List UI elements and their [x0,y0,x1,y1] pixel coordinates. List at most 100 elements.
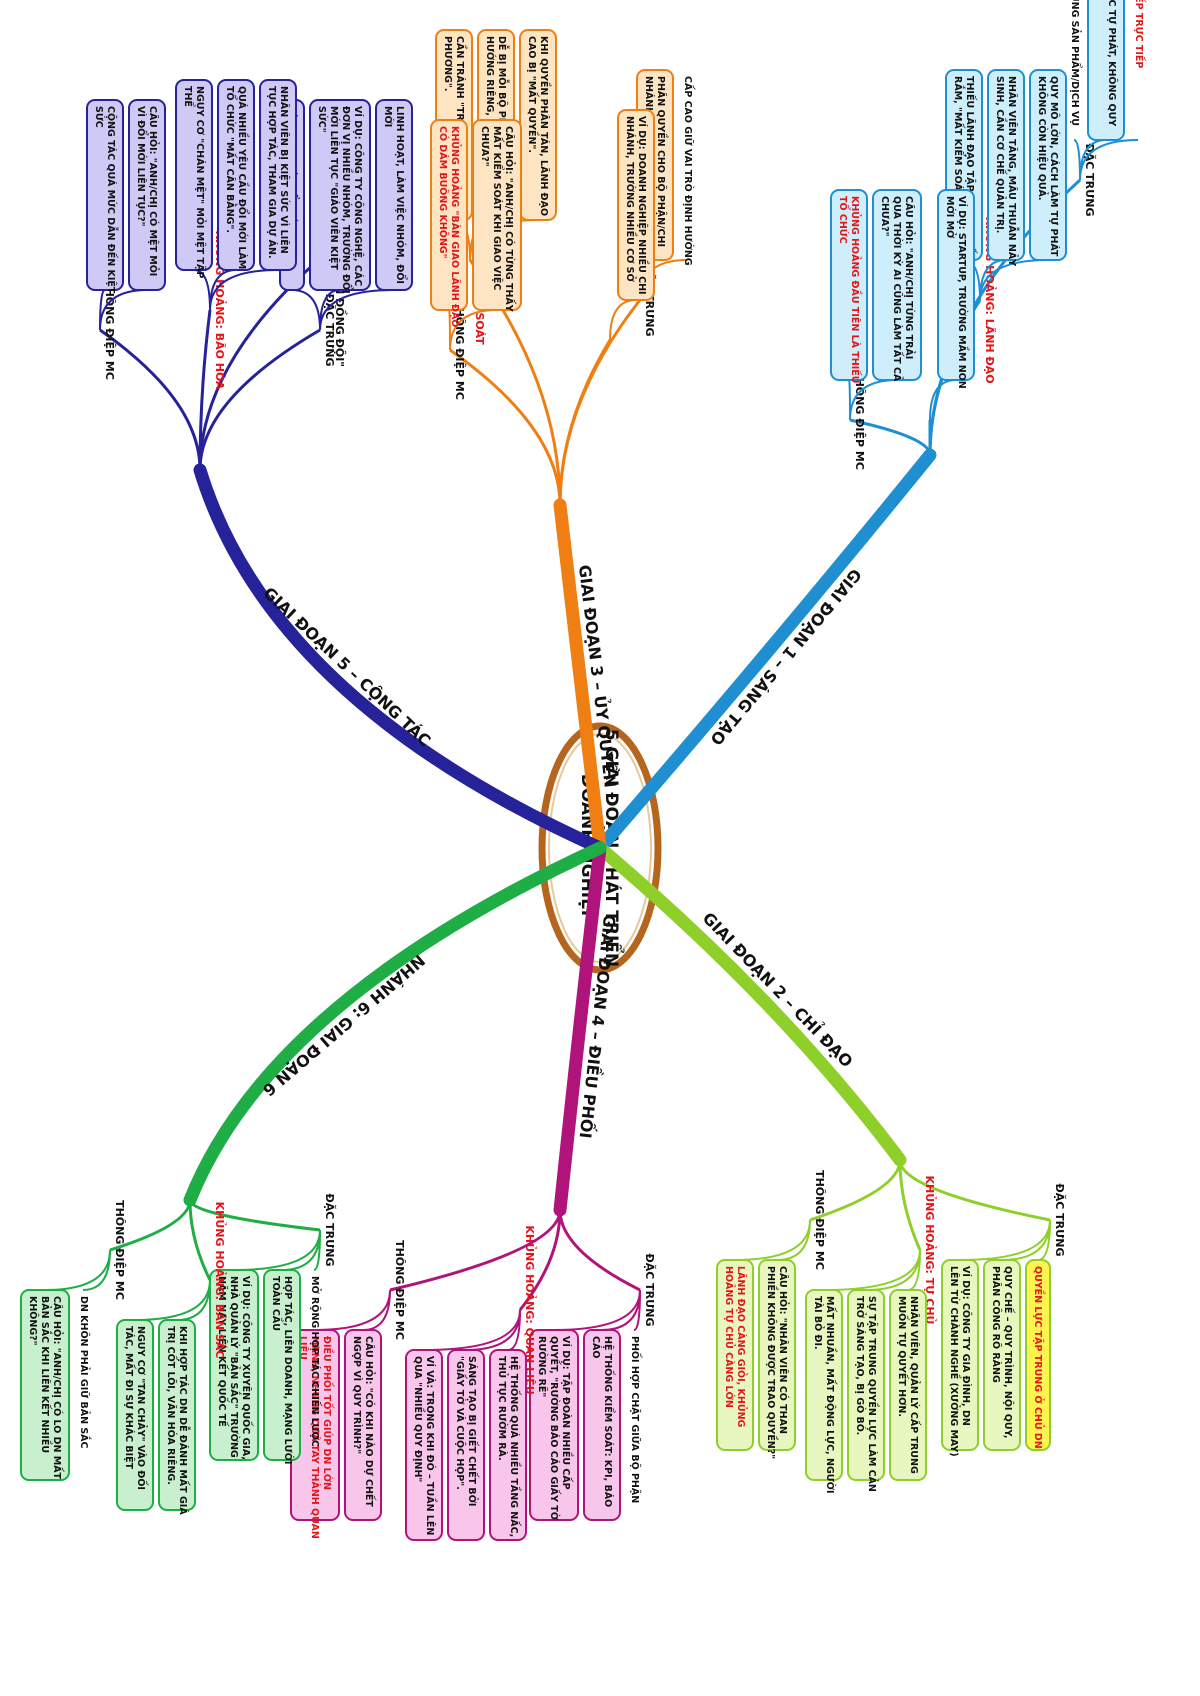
branch-title: NHÁNH 6: GIAI ĐOẠN 6 [259,951,429,1100]
leaf-text-line: MUỐN TỰ QUYẾT HƠN. [896,1296,909,1417]
leaf-text-line: CÂU HỎI: "ANH/CHỊ CÓ MỆT MỎI [147,106,160,276]
leaf-text-line: CHƯA?" [879,196,890,237]
leaf-text-line: KHÔNG CÒN HIỆU QUẢ. [1036,76,1048,201]
leaf-text-line: NHÂN VIÊN, QUẢN LÝ CẤP TRUNG [908,1296,921,1474]
leaf-connector [507,1309,521,1351]
sub-branch-line [198,309,212,471]
leaf-text-line: LÀM VIỆC TỰ PHÁT, KHÔNG QUY [1106,0,1118,126]
leaf-box-shape [529,1329,579,1521]
branch-phase5: GIAI ĐOẠN 5 – CỘNG TÁCVĂN HÓA DN: "TINH … [86,79,607,855]
sub-branch-label: ĐẶC TRƯNG [1053,1183,1067,1256]
leaf-text-line: LÃNH ĐẠO CÀNG GIỎI, KHỦNG [735,1266,748,1428]
leaf-box-shape [805,1289,843,1481]
leaf-box-shape [116,1319,154,1511]
branch-line [183,841,607,1207]
leaf-box-shape [217,79,255,271]
leaf-text-line: MỚI [382,106,394,127]
leaf-text-line: HOẢNG TỰ CHỦ CÀNG LỚN [723,1266,736,1408]
leaf-text-line: SỨC" [316,106,328,133]
sub-branch-line [558,1209,641,1292]
sub-branch-line [188,1199,212,1281]
sub-branch-line [809,1159,902,1222]
leaf-text-line: "GIẤY TỜ VÀ CUỘC HỌP". [454,1356,467,1490]
sub-branch-line [198,328,321,471]
leaf-text-line: KHI QUYỀN PHÂN TÁN, LÃNH ĐẠO [538,36,551,216]
leaf-text-line: MẤT KIỂM SOÁT KHI GIAO VIỆC [491,126,504,290]
leaf-text-line: TÁC, MẤT ĐI SỰ KHÁC BIỆT [123,1326,136,1470]
leaf-text-line: HỆ THỐNG KIỂM SOÁT: KPI, BÁO [602,1336,615,1507]
sub-branch-label: ĐẶC TRƯNG [643,1253,657,1326]
leaf-text-line: VÍ DỤ: TẬP ĐOÀN NHIỀU CẤP [560,1336,573,1490]
sub-branch-line [518,1209,562,1311]
sub-branch-line [898,1159,1051,1222]
leaf-text-line: PHÂN CÔNG RÕ RÀNG [990,1266,1002,1383]
leaf-text-line: NGUY CƠ "TAN CHẢY" VÀO ĐỐI [135,1326,148,1490]
leaf-text-line: NĂM NAY LIÊN KẾT QUỐC TẾ [216,1276,229,1427]
leaf-text-line: RẮM, "MẤT KIỂM SOÁT". [952,76,965,205]
leaf-box-shape [889,1289,927,1481]
leaf-text-line: TOÀN CẦU [270,1276,283,1331]
leaf-box-shape [617,109,655,301]
leaf-text-line: CÂU HỎI: "ANH/CHỊ TỪNG TRẢI [903,196,916,359]
leaf-box-shape [430,119,468,311]
leaf-text-line: MẤT NHUẦN, MẤT ĐỘNG LỰC, NGƯỜI [824,1296,837,1494]
leaf-box-shape [519,29,557,221]
leaf-text-line: NHÁNH, TRƯỜNG NHIỀU CƠ SỞ [624,116,637,283]
branch-title: GIAI ĐOẠN 5 – CỘNG TÁC [260,583,436,751]
leaf-text-line: VÍ VÀ: TRONG KHI ĐÓ – TUẦN LÊN [424,1356,437,1535]
leaf-box-shape [987,69,1025,261]
leaf-text-line: LÊN TỪ CHÀNH NGHỀ (XƯỞNG MAY) [948,1266,961,1457]
leaf-connector [823,1249,921,1291]
leaf-text-line: TRỞ SÁNG TẠO, BỊ GÒ BÓ. [854,1296,867,1435]
leaf-text-line: PHƯƠNG". [442,36,453,91]
leaf-box: VÍ DỤ: CÔNG TY XUYÊN QUỐC GIA,NHÀ QUẢN L… [209,1229,321,1461]
leaf-text-line: TRỊ CỐT LÕI, VĂN HÓA RIÊNG. [165,1326,178,1485]
leaf-text-line: CÂU HỎI: "ANH/CHỊ CÓ TỪNG THẤY [503,126,516,312]
leaf-text: PHỐI HỢP CHẶT GIỮA BỘ PHẬN [629,1289,642,1503]
leaf-connector [291,289,321,331]
leaf-text-line: SINH, CẦN CƠ CHẾ QUẢN TRỊ. [994,76,1007,233]
sub-branch-line [558,299,642,506]
crisis-label: KHỦNG HOẢNG: BẢN SẮC [213,1202,228,1359]
leaf-text-line: PHIỀN KHÔNG ĐƯỢC TRAO QUYỀN?" [765,1266,778,1459]
leaf-text-line: BẢN SẮC KHI LIÊN KẾT NHIỀU [39,1296,52,1453]
leaf-text-line: NHÁNH [643,76,655,115]
branch-line [593,448,937,855]
leaf-text-line: CÂU HỎI: "ANH/CHỊ CÓ LO DN MẤT [51,1296,64,1480]
leaf-text-line: THỦ TỤC RƯỜM RÀ. [496,1356,509,1461]
leaf-box-shape [1087,0,1125,141]
leaf-box-shape [447,1349,485,1541]
branch-title: GIAI ĐOẠN 2 – CHỈ ĐẠO [699,907,858,1071]
leaf-text-line: CÓ DÁM BUÔNG KHÔNG" [437,126,449,259]
sub-branch-line [188,1199,321,1232]
leaf-box-shape [489,1349,527,1541]
leaf-text-line: ĐIỀU PHỐI TỐT GIÚP DN LỚN [321,1336,334,1490]
leaf-box-shape [20,1289,70,1481]
leaf-text-line: MỚI LIÊN TỤC "GIÁO VIÊN KIỆT [328,106,340,270]
leaf-connector [134,1279,211,1321]
leaf-text-line: QUA "NHIỀU QUY ĐỊNH" [412,1356,425,1482]
leaf-connector [959,1219,1051,1261]
leaf-box-shape [847,1289,885,1481]
leaf-text-line: VÍ DỤ: CÔNG TY GIA ĐÌNH, DN [960,1266,972,1426]
leaf-text-line: RƯỜNG RẼ" [536,1336,548,1397]
leaf-connector [423,1309,521,1351]
leaf-text-line: SÁNG TẠO BỊ GIẾT CHẾT BỞI [466,1356,479,1506]
